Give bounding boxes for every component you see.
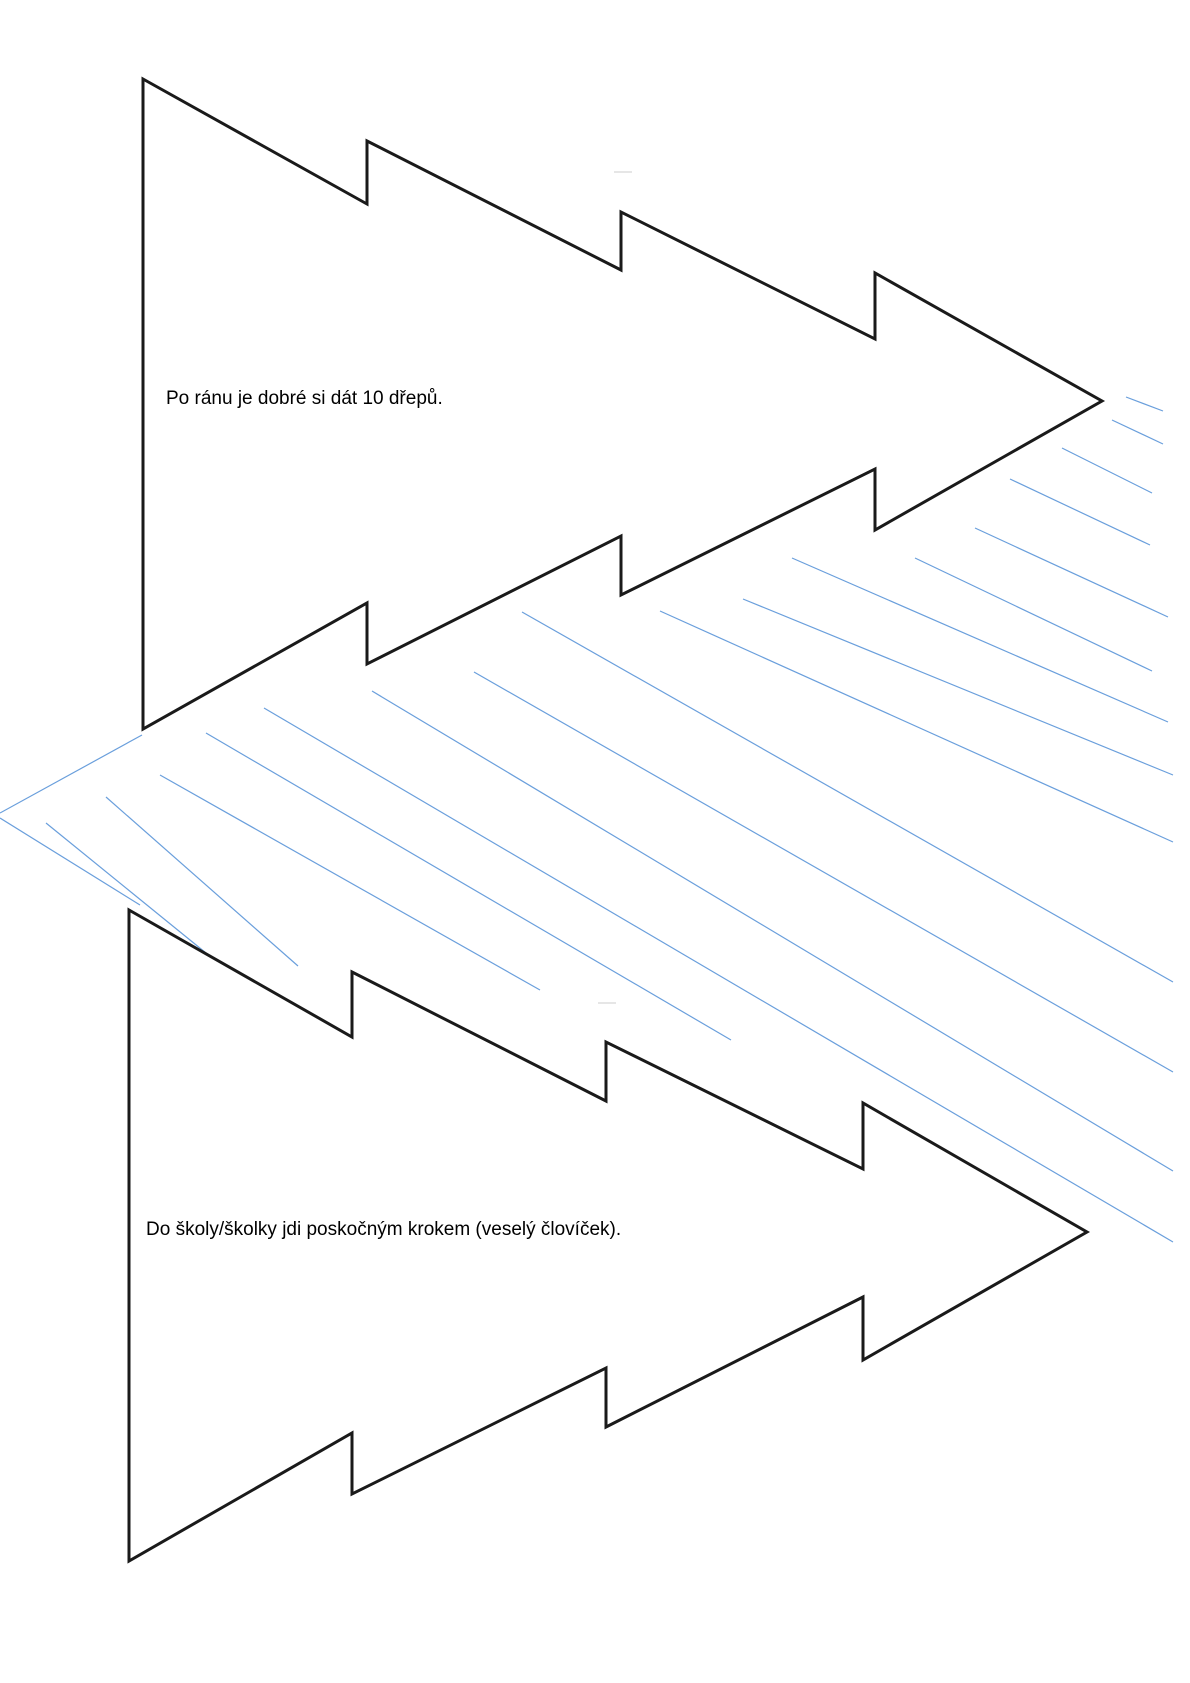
guide-line: [205, 732, 732, 1041]
guide-line: [105, 796, 299, 967]
tree-card-text-bottom: Do školy/školky jdi poskočným krokem (ve…: [146, 1219, 622, 1240]
guide-line: [159, 774, 541, 991]
tree-card-top: [141, 76, 1106, 732]
guide-line: [521, 611, 1174, 983]
tree-card-text-top: Po ránu je dobré si dát 10 dřepů.: [166, 388, 443, 409]
guide-line: [659, 610, 1174, 843]
guide-line: [263, 707, 1174, 1243]
guide-line: [1061, 447, 1153, 494]
guide-line: [45, 822, 223, 967]
guide-line: [371, 690, 1174, 1172]
guide-line: [473, 671, 1174, 1073]
guide-line: [0, 734, 143, 814]
guide-line: [1125, 396, 1164, 412]
guide-lines: [0, 396, 1174, 1243]
guide-line: [1009, 478, 1151, 546]
guide-line: [0, 817, 141, 906]
guide-line: [1111, 419, 1164, 445]
guide-line: [791, 557, 1169, 723]
guide-line: [974, 527, 1169, 618]
guide-line: [914, 557, 1153, 672]
guide-line: [742, 598, 1174, 776]
tree-card-bottom: [127, 907, 1091, 1564]
